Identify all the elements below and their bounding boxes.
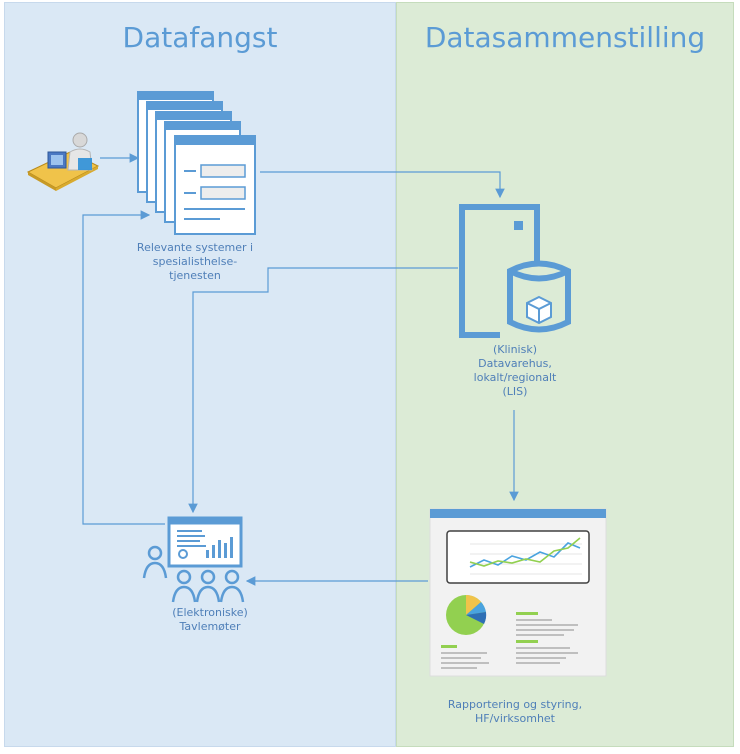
dashboard-meeting-icon	[142, 516, 245, 603]
arrow-warehouse-to-meetings	[188, 267, 458, 514]
label-warehouse: (Klinisk) Datavarehus, lokalt/regionalt …	[473, 343, 557, 398]
arrow-systems-to-warehouse	[260, 171, 505, 199]
connectors	[82, 153, 519, 586]
document-stack-icon	[137, 91, 256, 235]
report-dashboard-icon	[429, 508, 607, 677]
label-reporting: Rapportering og styring, HF/virksomhet	[447, 698, 583, 725]
label-systems: Relevante systemer i spesialisthelse- tj…	[136, 241, 254, 282]
arrow-meetings-to-systems	[82, 210, 165, 525]
panel-title-datafangst: Datafangst	[122, 21, 278, 54]
label-meetings: (Elektroniske) Tavlemøter	[172, 606, 248, 633]
database-server-icon	[459, 204, 571, 338]
user-at-computer-icon	[26, 132, 100, 191]
panel-title-datasammenstilling: Datasammenstilling	[424, 21, 706, 54]
